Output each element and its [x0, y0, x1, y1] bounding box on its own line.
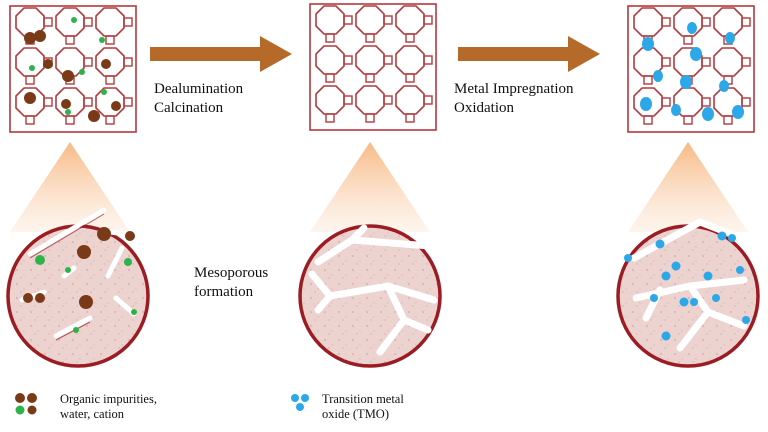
- step1-line1: Dealumination: [154, 81, 244, 97]
- mesoporous-line1: Mesoporous: [194, 265, 269, 281]
- zoom-circle-tmo: [616, 218, 760, 368]
- zoom-circle-impurities: [6, 207, 150, 368]
- impurity-particles: [24, 17, 121, 122]
- step2-line1: Metal Impregnation: [454, 81, 574, 97]
- legend-tmo-line1: Transition metal: [322, 392, 404, 406]
- legend-impurities-label: Organic impurities, water, cation: [60, 392, 157, 422]
- zoom-cone-2: [310, 142, 430, 232]
- step1-line2: Calcination: [154, 99, 224, 116]
- zoom-cone-3: [628, 142, 748, 232]
- legend-impurities-line1: Organic impurities,: [60, 392, 157, 406]
- legend-tmo-label: Transition metal oxide (TMO): [322, 392, 404, 422]
- zoom-cone-1: [10, 142, 130, 232]
- tmo-particles: [640, 22, 744, 121]
- legend-impurities-icon: [15, 393, 37, 415]
- legend-tmo-line2: oxide (TMO): [322, 407, 389, 421]
- step1-label: Dealumination Calcination: [154, 80, 243, 118]
- step2-line2: Oxidation: [454, 99, 514, 116]
- zeolite-framework-dealuminated: [310, 4, 436, 130]
- zeolite-framework-impregnated: [628, 6, 754, 132]
- process-arrow-1: [150, 36, 292, 72]
- legend-tmo-icon: [291, 394, 309, 411]
- zoom-circle-mesoporous: [298, 224, 442, 368]
- step2-label: Metal Impregnation Oxidation: [454, 80, 574, 118]
- legend-impurities-line2: water, cation: [60, 407, 125, 421]
- process-arrow-2: [458, 36, 600, 72]
- mesoporous-label: Mesoporous formation: [194, 264, 268, 302]
- zeolite-framework-initial: [10, 6, 136, 132]
- mesoporous-line2: formation: [194, 283, 254, 300]
